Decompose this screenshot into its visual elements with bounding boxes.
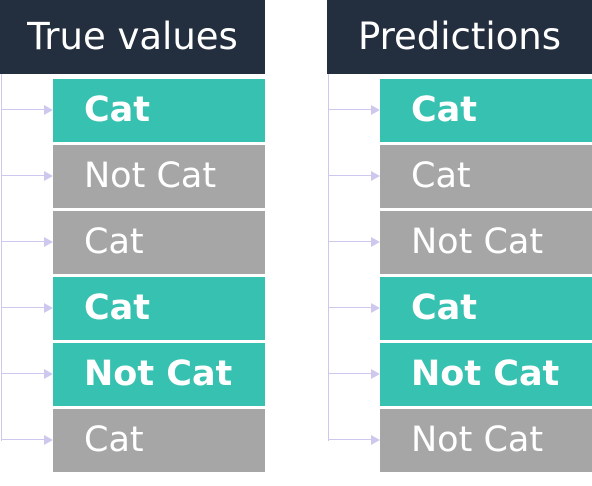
arrow-icon: [328, 435, 380, 445]
prediction-cell: Not Cat: [380, 409, 592, 472]
arrow-icon: [1, 105, 53, 115]
prediction-cell: Cat: [380, 277, 592, 340]
arrow-icon: [1, 369, 53, 379]
arrow-icon: [1, 435, 53, 445]
arrow-icon: [328, 237, 380, 247]
arrow-icon: [328, 369, 380, 379]
true-value-cell: Not Cat: [53, 343, 265, 406]
true-value-cell: Cat: [53, 277, 265, 340]
predictions-header: Predictions: [327, 0, 592, 74]
arrow-icon: [1, 171, 53, 181]
true-values-panel: True values Cat Not Cat Cat Cat Not Cat …: [0, 0, 265, 486]
true-values-connector-line: [1, 74, 2, 441]
arrow-icon: [1, 237, 53, 247]
prediction-cell: Not Cat: [380, 343, 592, 406]
prediction-cell: Cat: [380, 145, 592, 208]
arrow-icon: [328, 303, 380, 313]
true-values-header: True values: [0, 0, 265, 74]
predictions-connector-line: [328, 74, 329, 441]
arrow-icon: [328, 171, 380, 181]
true-value-cell: Cat: [53, 409, 265, 472]
true-value-cell: Cat: [53, 79, 265, 142]
true-value-cell: Not Cat: [53, 145, 265, 208]
predictions-panel: Predictions Cat Cat Not Cat Cat Not Cat …: [327, 0, 592, 486]
arrow-icon: [1, 303, 53, 313]
arrow-icon: [328, 105, 380, 115]
true-value-cell: Cat: [53, 211, 265, 274]
prediction-cell: Not Cat: [380, 211, 592, 274]
prediction-cell: Cat: [380, 79, 592, 142]
